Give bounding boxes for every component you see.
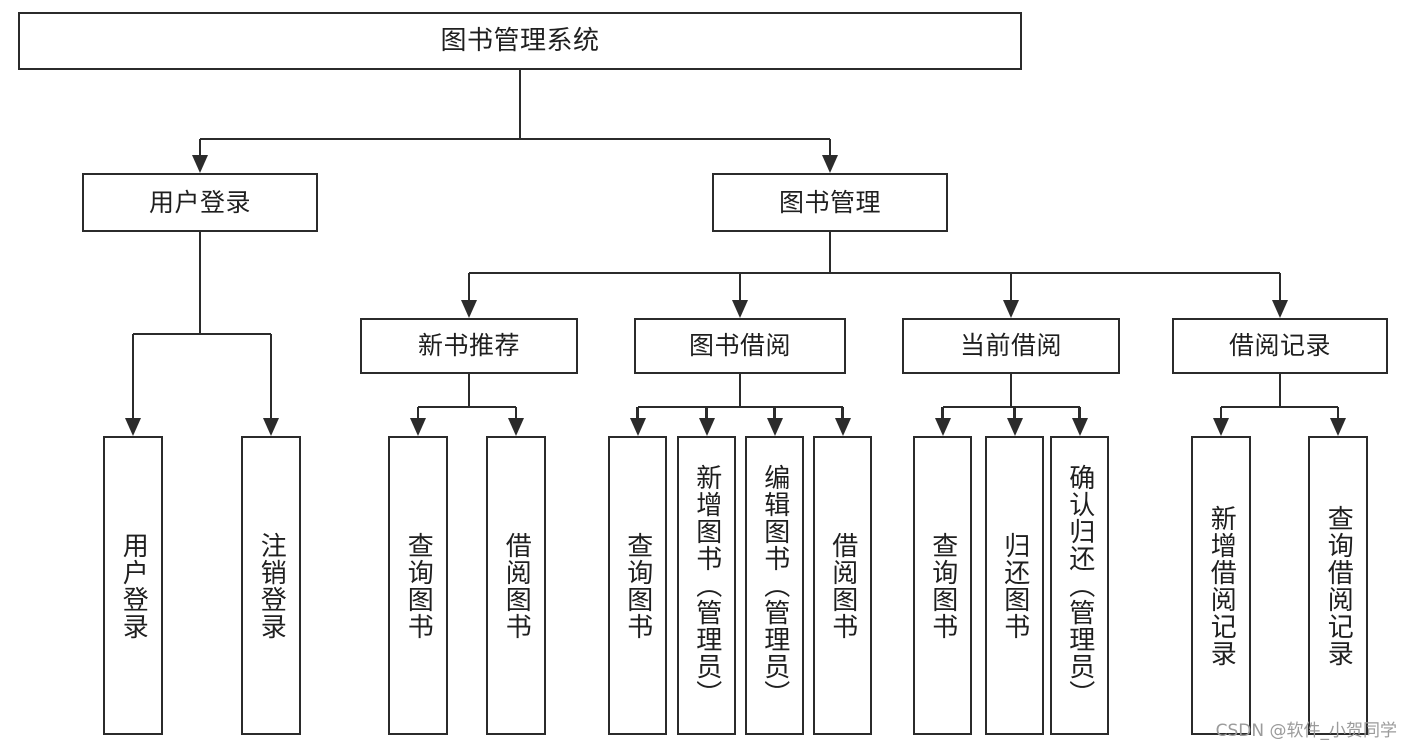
node-label: 归还图书	[999, 531, 1030, 640]
connector-2-bar	[942, 405, 1080, 409]
leaf-add-book-admin[interactable]: 新增图书（管理员）	[677, 436, 736, 735]
connector-3-drop-0	[1219, 407, 1223, 418]
node-label: 查询图书	[622, 531, 653, 640]
connector-book-management-stem	[828, 232, 832, 273]
node-label: 查询图书	[927, 531, 958, 640]
node-label: 借阅图书	[501, 531, 532, 640]
connector-user-login-bar	[133, 332, 271, 336]
leaf-query-book-current[interactable]: 查询图书	[913, 436, 972, 735]
arrow-to-leaf-logout	[263, 418, 279, 436]
arrow-to-user-login	[192, 155, 208, 173]
node-label: 用户登录	[148, 187, 251, 217]
arrow-to-borrow-record	[1272, 300, 1288, 318]
connector-book-management-drop-2	[1009, 273, 1013, 300]
arrow-to-new-book-recommend	[461, 300, 477, 318]
arrow-1-2	[766, 418, 783, 436]
connector-3-drop-1	[1336, 407, 1340, 418]
node-book-borrow[interactable]: 图书借阅	[634, 318, 846, 374]
connector-root-bar	[200, 137, 830, 141]
connector-2-stem	[1009, 374, 1013, 407]
node-label: 新书推荐	[417, 331, 520, 361]
connector-1-stem	[738, 374, 742, 407]
arrow-2-0	[934, 418, 951, 436]
arrow-2-2	[1071, 418, 1088, 436]
node-label: 查询图书	[403, 531, 434, 640]
connector-1-bar	[637, 405, 843, 409]
connector-1-drop-1	[705, 407, 708, 418]
connector-book-management-drop-3	[1278, 273, 1282, 300]
leaf-confirm-return-admin[interactable]: 确认归还（管理员）	[1050, 436, 1109, 735]
node-user-login[interactable]: 用户登录	[82, 173, 318, 232]
node-label: 新增借阅记录	[1206, 504, 1237, 667]
connector-root-left-drop	[198, 139, 202, 155]
arrow-0-1	[508, 418, 524, 436]
node-label: 确认归还（管理员）	[1064, 464, 1095, 707]
leaf-logout[interactable]: 注销登录	[241, 436, 301, 735]
arrow-1-3	[834, 418, 851, 436]
node-borrow-record[interactable]: 借阅记录	[1172, 318, 1388, 374]
connector-1-drop-3	[841, 407, 844, 418]
connector-0-bar	[418, 405, 516, 409]
node-label: 借阅图书	[827, 531, 858, 640]
connector-0-drop-0	[416, 407, 420, 418]
connector-0-drop-1	[514, 407, 518, 418]
connector-user-login-stem	[198, 232, 202, 334]
leaf-edit-book-admin[interactable]: 编辑图书（管理员）	[745, 436, 804, 735]
connector-2-drop-1	[1013, 407, 1016, 418]
leaf-return-book[interactable]: 归还图书	[985, 436, 1044, 735]
arrow-1-0	[629, 418, 646, 436]
arrow-to-current-borrow	[1003, 300, 1019, 318]
leaf-add-borrow-record[interactable]: 新增借阅记录	[1191, 436, 1251, 735]
arrow-to-leaf-user-login	[125, 418, 141, 436]
connector-book-management-drop-0	[467, 273, 471, 300]
leaf-query-book-borrow[interactable]: 查询图书	[608, 436, 667, 735]
node-root-book-management-system[interactable]: 图书管理系统	[18, 12, 1022, 70]
connector-book-management-drop-1	[738, 273, 742, 300]
leaf-borrow-book[interactable]: 借阅图书	[813, 436, 872, 735]
connector-root-right-drop	[828, 139, 832, 155]
node-label: 注销登录	[256, 531, 287, 640]
connector-user-login-drop-1	[269, 334, 273, 418]
connector-user-login-drop-0	[131, 334, 135, 418]
arrow-3-0	[1213, 418, 1229, 436]
node-current-borrow[interactable]: 当前借阅	[902, 318, 1120, 374]
leaf-query-book-recommend[interactable]: 查询图书	[388, 436, 448, 735]
arrow-to-book-management	[822, 155, 838, 173]
node-label: 借阅记录	[1228, 331, 1331, 361]
node-label: 图书管理系统	[440, 25, 600, 56]
node-book-management[interactable]: 图书管理	[712, 173, 948, 232]
connector-book-management-bar	[469, 271, 1280, 275]
connector-1-drop-2	[773, 407, 776, 418]
leaf-user-login[interactable]: 用户登录	[103, 436, 163, 735]
leaf-borrow-book-recommend[interactable]: 借阅图书	[486, 436, 546, 735]
connector-root-stem	[518, 70, 522, 139]
arrow-2-1	[1006, 418, 1023, 436]
connector-0-stem	[467, 374, 471, 407]
arrow-0-0	[410, 418, 426, 436]
arrow-1-1	[698, 418, 715, 436]
node-new-book-recommend[interactable]: 新书推荐	[360, 318, 578, 374]
connector-2-drop-2	[1078, 407, 1081, 418]
connector-1-drop-0	[636, 407, 639, 418]
leaf-query-borrow-record[interactable]: 查询借阅记录	[1308, 436, 1368, 735]
node-label: 编辑图书（管理员）	[759, 464, 790, 707]
watermark: CSDN @软件_小贺同学	[1215, 721, 1397, 741]
arrow-to-book-borrow	[732, 300, 748, 318]
node-label: 用户登录	[118, 531, 149, 640]
node-label: 图书借阅	[688, 331, 791, 361]
connector-3-stem	[1278, 374, 1282, 407]
node-label: 新增图书（管理员）	[691, 464, 722, 707]
node-label: 图书管理	[778, 187, 881, 217]
node-label: 当前借阅	[959, 331, 1062, 361]
connector-2-drop-0	[941, 407, 944, 418]
connector-3-bar	[1221, 405, 1338, 409]
arrow-3-1	[1330, 418, 1346, 436]
node-label: 查询借阅记录	[1323, 504, 1354, 667]
